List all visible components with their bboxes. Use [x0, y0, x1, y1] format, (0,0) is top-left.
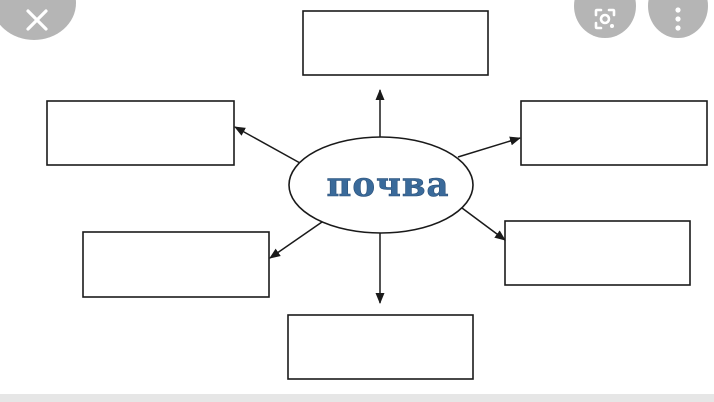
- close-icon: [26, 9, 48, 31]
- center-label: почва: [326, 165, 449, 205]
- lens-icon: [594, 8, 616, 30]
- box-bottom[interactable]: [287, 314, 474, 380]
- center-ellipse: [288, 136, 474, 234]
- box-top-right[interactable]: [520, 100, 708, 166]
- box-top[interactable]: [302, 10, 489, 76]
- box-bottom-left[interactable]: [82, 231, 270, 298]
- bottom-divider: [0, 394, 714, 402]
- arrow-down-right: [461, 207, 506, 241]
- more-vert-icon: [675, 7, 681, 31]
- box-top-left[interactable]: [46, 100, 235, 166]
- box-bottom-right[interactable]: [504, 220, 691, 286]
- arrow-down-left: [269, 221, 323, 259]
- arrow-up-left: [234, 126, 301, 164]
- arrow-up-right: [457, 136, 521, 158]
